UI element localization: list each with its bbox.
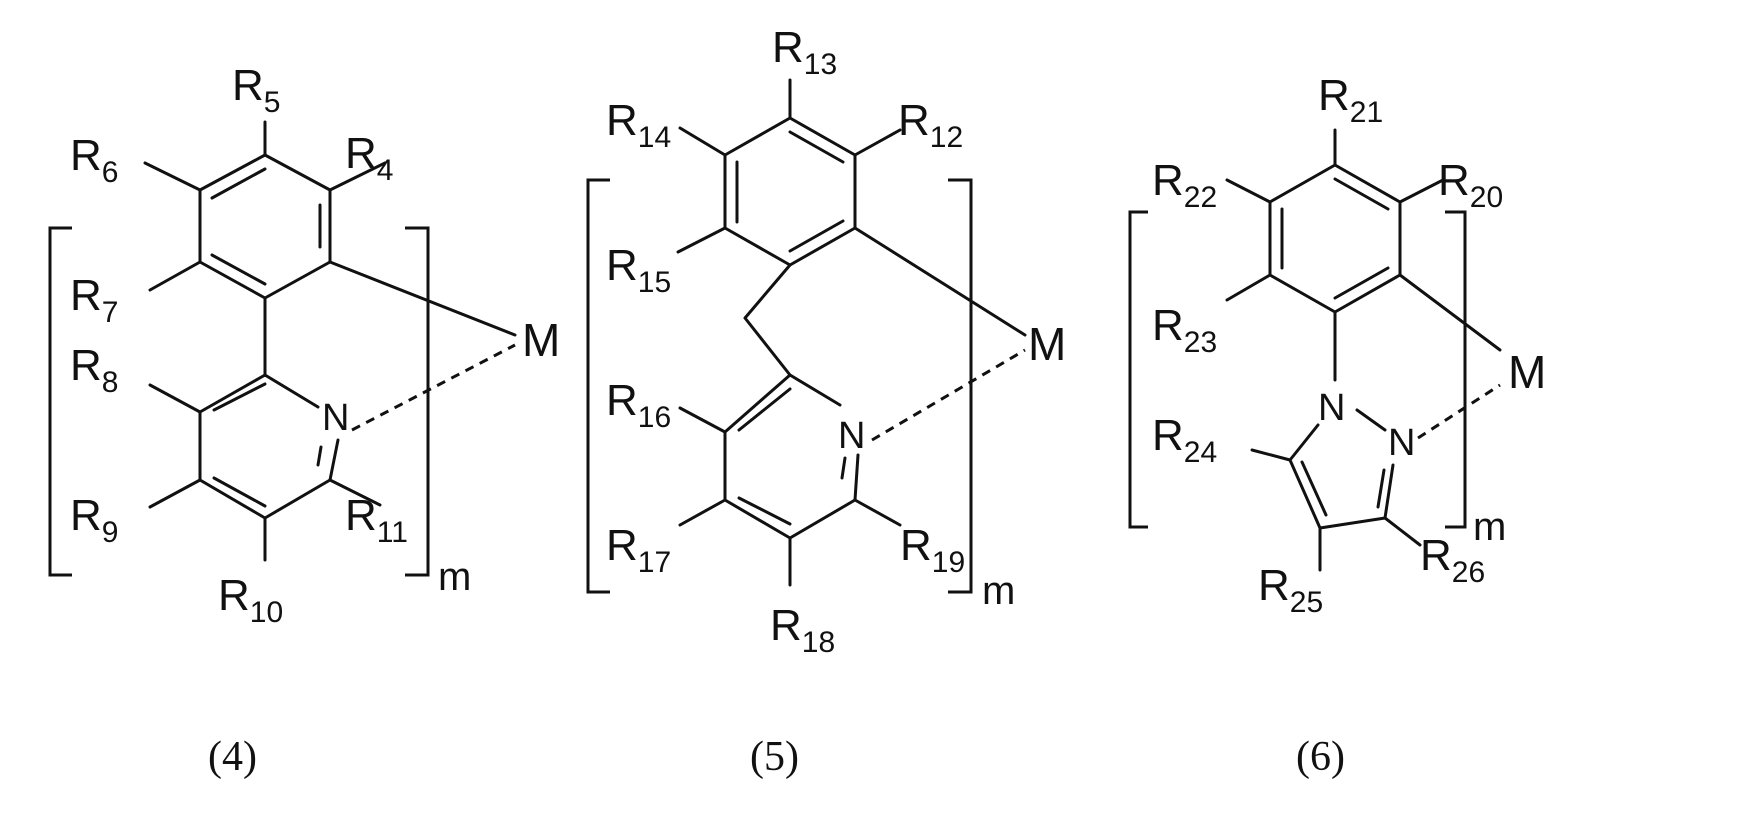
svg-text:R22: R22 [1152, 156, 1217, 214]
nitrogen-atom: N [1388, 422, 1415, 464]
pyridine-ring-4 [200, 375, 338, 518]
substituent-label: R5 [232, 61, 280, 119]
svg-text:R19: R19 [900, 521, 965, 579]
substituent-label: R24 [1152, 411, 1217, 469]
substituent-label: R19 [900, 521, 965, 579]
substituent-label: R10 [218, 571, 283, 629]
substituent-label: R15 [606, 241, 671, 299]
structure-4: N M m R5 R6 R4 R7 R8 R9 R10 R11 (4) [50, 61, 560, 780]
structure-5: N M m R13 R14 R12 R15 R16 R17 R18 R19 (5… [588, 23, 1066, 780]
pyridine-double-bonds-4 [214, 384, 321, 506]
substituent-label: R11 [345, 491, 408, 549]
substituent-label: R7 [70, 271, 118, 329]
svg-text:R7: R7 [70, 271, 118, 329]
substituent-label: R25 [1258, 561, 1323, 619]
structure-6: N N M m R21 R22 R20 R23 R24 R25 R26 (6) [1130, 71, 1546, 780]
svg-text:R17: R17 [606, 521, 671, 579]
substituent-label: R22 [1152, 156, 1217, 214]
structure-caption: (6) [1296, 734, 1345, 780]
metal-atom: M [1508, 346, 1546, 398]
substituent-label: R12 [898, 96, 963, 154]
svg-text:R18: R18 [770, 601, 835, 659]
methylene-bridge-5 [745, 265, 790, 375]
svg-text:R13: R13 [772, 23, 837, 81]
svg-text:R15: R15 [606, 241, 671, 299]
substituent-label: R18 [770, 601, 835, 659]
substituent-label: R20 [1438, 156, 1503, 214]
svg-text:R5: R5 [232, 61, 280, 119]
substituent-label: R17 [606, 521, 671, 579]
aromatic-double-bonds-5 [737, 132, 843, 251]
right-bracket-6 [1445, 212, 1465, 527]
metal-nitrogen-bond-6 [1418, 385, 1500, 438]
substituent-label: R14 [606, 96, 671, 154]
svg-text:R11: R11 [345, 491, 408, 549]
structure-caption: (4) [208, 734, 257, 780]
repeat-index: m [982, 569, 1015, 613]
left-bracket-4 [50, 228, 72, 575]
metal-nitrogen-bond-5 [872, 350, 1025, 440]
substituent-label: R16 [606, 376, 671, 434]
metal-nitrogen-bond-4 [352, 345, 515, 430]
repeat-index: m [438, 555, 471, 599]
benzene-ring-4 [200, 155, 330, 298]
pyrazole-substituent-bonds-6 [1252, 450, 1420, 570]
svg-text:R9: R9 [70, 491, 118, 549]
svg-text:R14: R14 [606, 96, 671, 154]
svg-text:R6: R6 [70, 131, 118, 189]
svg-text:R20: R20 [1438, 156, 1503, 214]
substituent-label: R23 [1152, 301, 1217, 359]
pyridine-substituent-bonds-5 [680, 408, 900, 585]
nitrogen-atom: N [322, 397, 349, 439]
nitrogen-atom: N [838, 415, 865, 457]
benzene-ring-5 [725, 118, 855, 265]
metal-carbon-bond-6 [1400, 275, 1500, 350]
svg-text:R10: R10 [218, 571, 283, 629]
substituent-label: R8 [70, 341, 118, 399]
metal-carbon-bond-4 [330, 262, 515, 335]
substituent-label: R6 [70, 131, 118, 189]
svg-text:R8: R8 [70, 341, 118, 399]
substituent-label: R21 [1318, 71, 1383, 129]
svg-text:R23: R23 [1152, 301, 1217, 359]
substituent-label: R13 [772, 23, 837, 81]
svg-text:R24: R24 [1152, 411, 1217, 469]
svg-text:R12: R12 [898, 96, 963, 154]
right-bracket-5 [948, 180, 971, 592]
aromatic-double-bonds-4 [212, 169, 320, 284]
left-bracket-6 [1130, 212, 1148, 527]
aromatic-double-bonds-6 [1282, 179, 1388, 298]
benzene-ring-6 [1270, 165, 1400, 312]
nitrogen-atom: N [1318, 387, 1345, 429]
structure-caption: (5) [750, 734, 799, 780]
svg-text:R21: R21 [1318, 71, 1383, 129]
repeat-index: m [1473, 505, 1506, 549]
substituent-label: R9 [70, 491, 118, 549]
metal-atom: M [522, 314, 560, 366]
metal-carbon-bond-5 [855, 228, 1025, 335]
svg-text:R16: R16 [606, 376, 671, 434]
metal-atom: M [1028, 318, 1066, 370]
benzene-substituent-bonds-6 [1227, 130, 1443, 300]
right-bracket-4 [405, 228, 428, 575]
benzene-substituent-bonds-5 [678, 80, 900, 252]
svg-text:R25: R25 [1258, 561, 1323, 619]
pyridine-double-bonds-5 [739, 389, 845, 524]
pyrazole-double-bonds-6 [1302, 462, 1384, 515]
